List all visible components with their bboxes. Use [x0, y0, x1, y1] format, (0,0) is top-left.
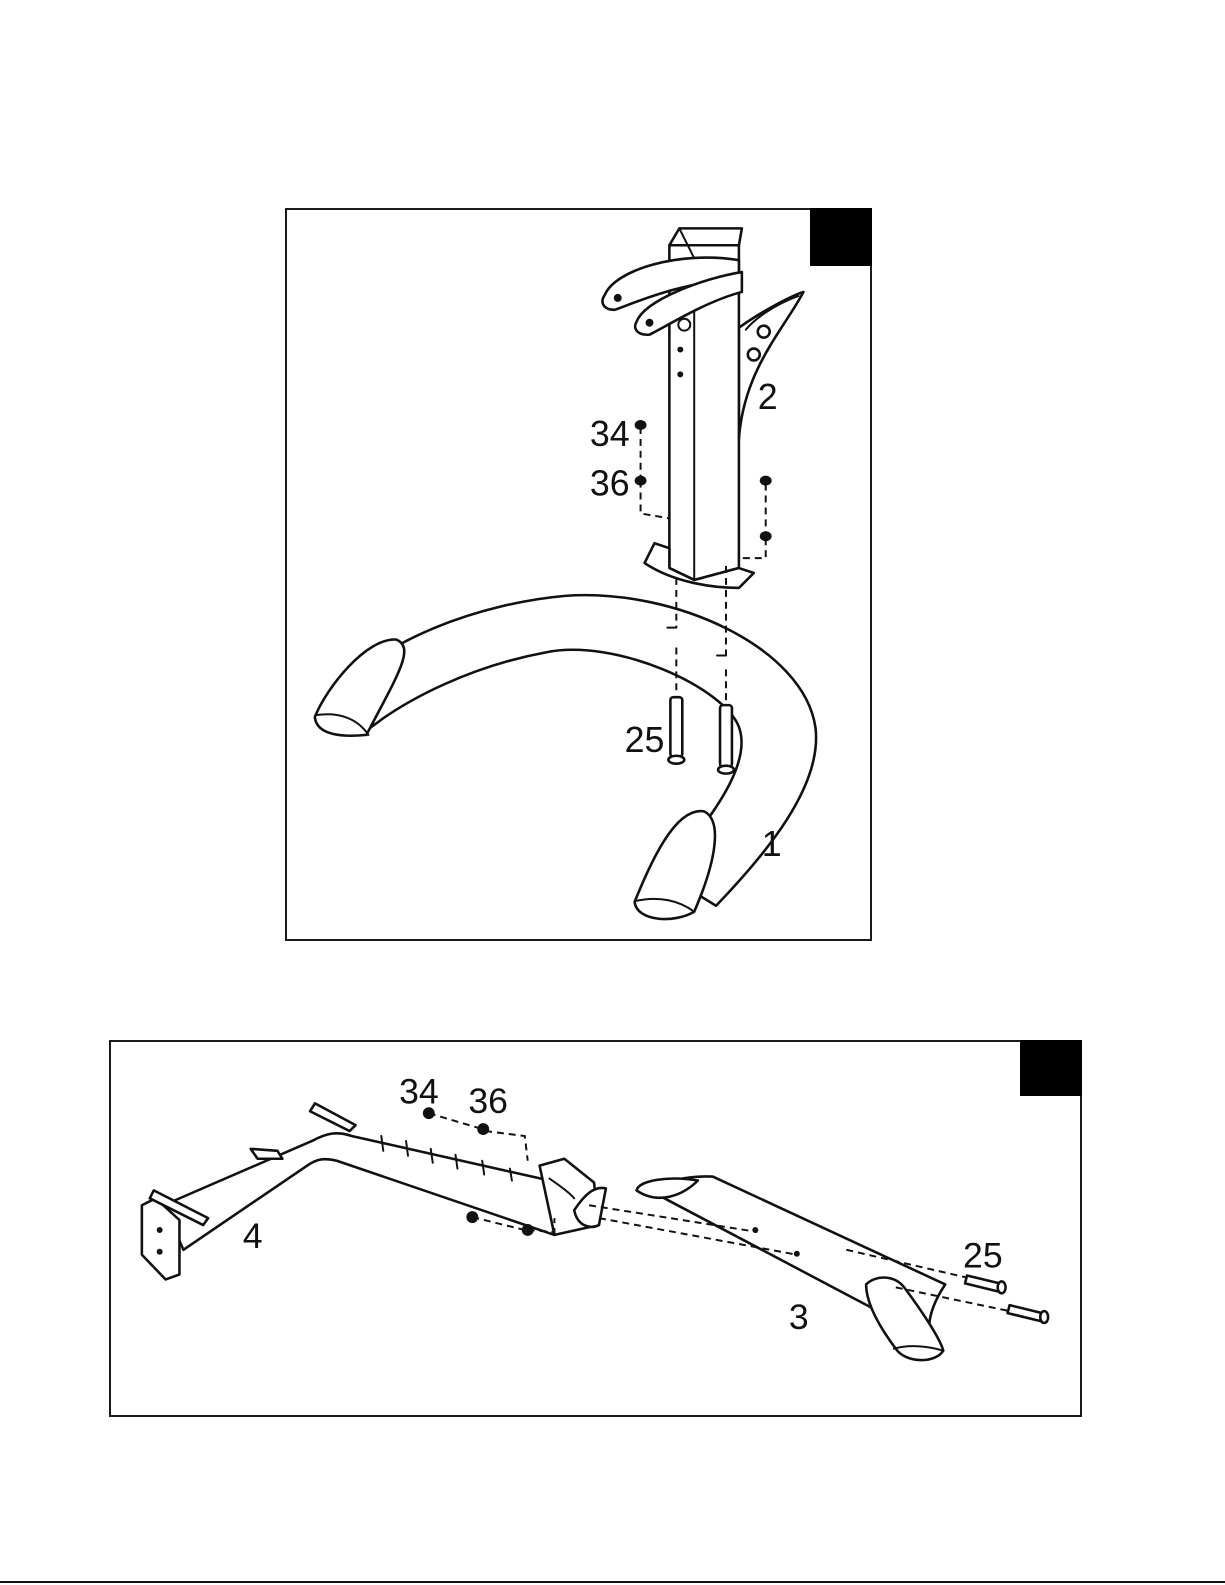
washer-36: [477, 1123, 489, 1135]
page-bottom-rule: [0, 1581, 1225, 1583]
label-part-25: 25: [625, 720, 665, 760]
step-1-illustration: 2 34 36 25 1: [287, 210, 870, 939]
washer-34: [635, 420, 647, 430]
label-part-1: 1: [762, 824, 782, 864]
label-part-4: 4: [243, 1216, 263, 1256]
assembly-step-panel-1: 2 34 36 25 1: [285, 208, 872, 941]
label-part-25: 25: [963, 1236, 1003, 1276]
label-part-34: 34: [399, 1071, 439, 1111]
label-part-34: 34: [590, 414, 630, 454]
label-part-3: 3: [789, 1297, 809, 1337]
step-2-illustration: 34 36 4 25 3: [111, 1042, 1080, 1415]
label-part-36: 36: [468, 1081, 508, 1121]
label-part-2: 2: [758, 377, 778, 417]
washer-36: [635, 476, 647, 486]
assembly-step-panel-2: 34 36 4 25 3: [109, 1040, 1082, 1417]
base-frame-part-1: [315, 595, 816, 919]
label-part-36: 36: [590, 464, 630, 504]
tube-part-4: [142, 1103, 606, 1279]
